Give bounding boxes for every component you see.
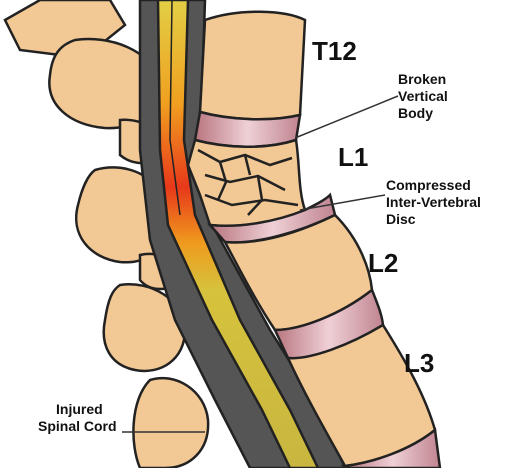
label-broken-body-2: Vertical (398, 88, 448, 104)
spinous-process-bottom (133, 378, 208, 468)
label-broken-body-3: Body (398, 105, 433, 121)
label-compressed-disc-1: Compressed (386, 177, 471, 193)
label-broken-body-1: Broken (398, 71, 446, 87)
label-compressed-disc-3: Disc (386, 211, 416, 227)
label-l1: L1 (338, 142, 368, 172)
label-compressed-disc-2: Inter-Vertebral (386, 194, 481, 210)
label-l2: L2 (368, 248, 398, 278)
vertebra-t12-body (200, 12, 305, 120)
label-injured-cord-2: Spinal Cord (38, 418, 117, 434)
label-injured-cord-1: Injured (56, 401, 103, 417)
label-l3: L3 (404, 348, 434, 378)
label-t12: T12 (312, 36, 357, 66)
